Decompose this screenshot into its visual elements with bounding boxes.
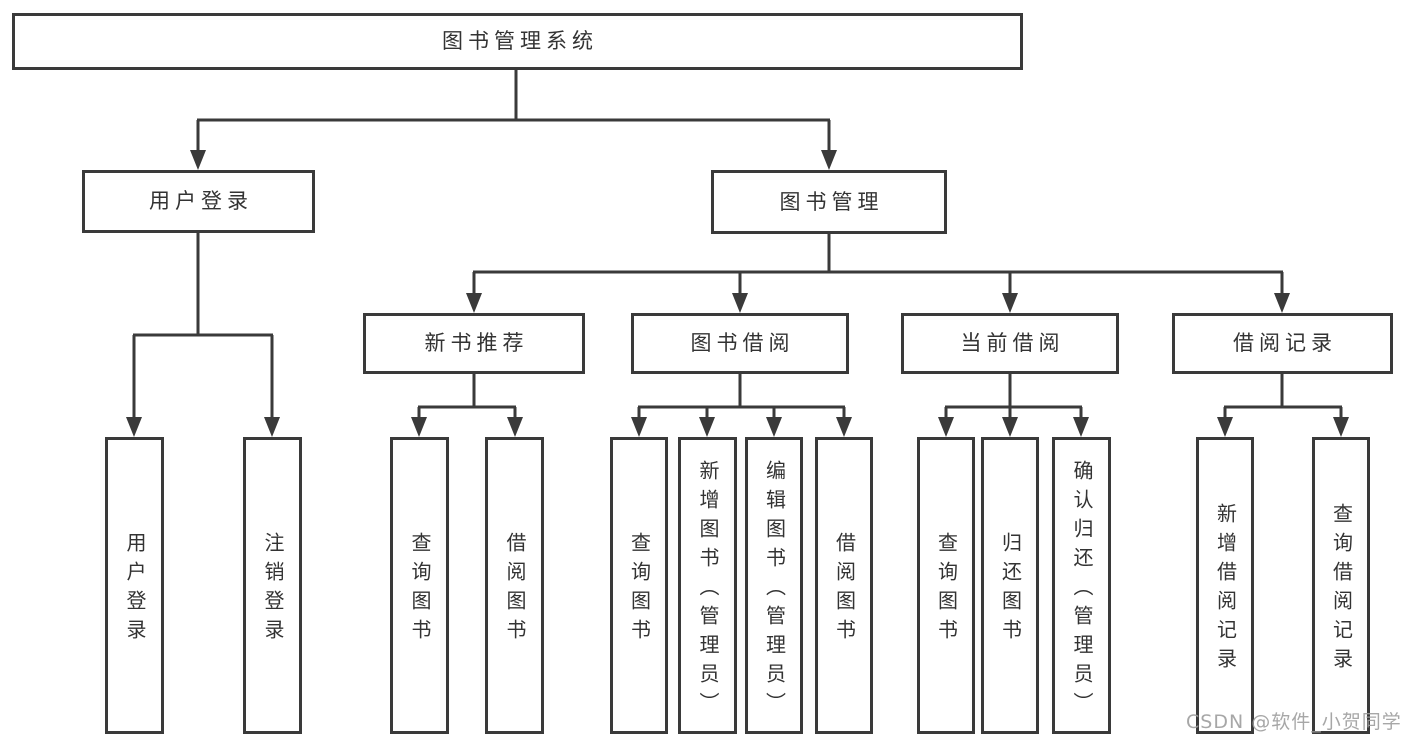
leaf-cb-return-books: 归还图书 <box>981 437 1039 734</box>
node-new-book-recommend: 新书推荐 <box>363 313 585 374</box>
leaf-bb-query-books: 查询图书 <box>610 437 668 734</box>
connector-new-book-recommend-fanout <box>411 374 523 437</box>
arrowhead <box>1217 417 1233 437</box>
leaf-cb-confirm-return-admin: 确认归还（管理员） <box>1052 437 1111 734</box>
leaf-logout: 注销登录 <box>243 437 302 734</box>
arrowhead <box>836 417 852 437</box>
arrowhead <box>411 417 427 437</box>
leaf-cb-query-books: 查询图书 <box>917 437 975 734</box>
csdn-watermark: CSDN @软件_小贺同学 <box>1186 711 1402 733</box>
connector-current-borrowing-fanout <box>938 374 1089 437</box>
node-current-borrowing: 当前借阅 <box>901 313 1119 374</box>
arrowhead <box>821 150 837 170</box>
node-user-login: 用户登录 <box>82 170 315 233</box>
arrowhead <box>466 293 482 313</box>
leaf-bb-edit-books-admin: 编辑图书（管理员） <box>745 437 803 734</box>
arrowhead <box>264 417 280 437</box>
node-root-library-management-system: 图书管理系统 <box>12 13 1023 70</box>
connector-root-to-level2 <box>190 70 837 170</box>
connector-book-borrowing-fanout <box>631 374 852 437</box>
node-book-management: 图书管理 <box>711 170 947 234</box>
leaf-br-add-record: 新增借阅记录 <box>1196 437 1254 734</box>
connector-book-management-fanout <box>466 233 1290 313</box>
leaf-br-query-record: 查询借阅记录 <box>1312 437 1370 734</box>
arrowhead <box>190 150 206 170</box>
leaf-nbr-borrow-books: 借阅图书 <box>485 437 544 734</box>
connector-borrowing-records-fanout <box>1217 374 1349 437</box>
arrowhead <box>1274 293 1290 313</box>
arrowhead <box>938 417 954 437</box>
node-book-borrowing: 图书借阅 <box>631 313 849 374</box>
arrowhead <box>1073 417 1089 437</box>
connector-user-login-fanout <box>126 233 280 437</box>
arrowhead <box>1002 417 1018 437</box>
leaf-bb-add-books-admin: 新增图书（管理员） <box>678 437 737 734</box>
arrowhead <box>631 417 647 437</box>
arrowhead <box>699 417 715 437</box>
leaf-bb-borrow-books: 借阅图书 <box>815 437 873 734</box>
arrowhead <box>1002 293 1018 313</box>
arrowhead <box>1333 417 1349 437</box>
leaf-user-login: 用户登录 <box>105 437 164 734</box>
node-borrowing-records: 借阅记录 <box>1172 313 1393 374</box>
arrowhead <box>766 417 782 437</box>
arrowhead <box>732 293 748 313</box>
leaf-nbr-query-books: 查询图书 <box>390 437 449 734</box>
arrowhead <box>126 417 142 437</box>
arrowhead <box>507 417 523 437</box>
